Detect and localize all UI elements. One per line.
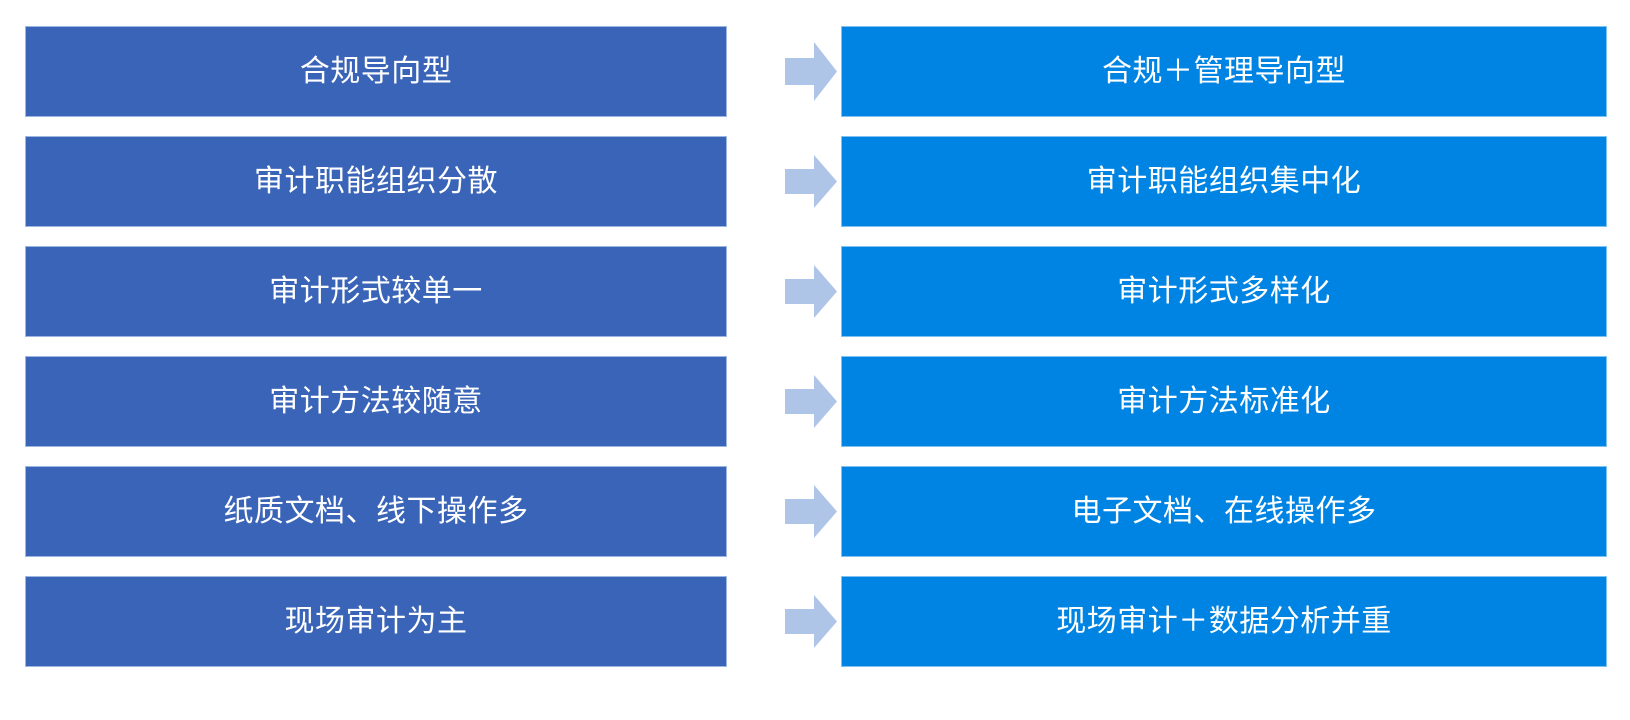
before-box-1[interactable]: 合规导向型 xyxy=(25,26,727,117)
right-block-arrow-icon xyxy=(785,466,841,557)
after-box-1[interactable]: 合规＋管理导向型 xyxy=(841,26,1607,117)
before-box-label: 审计方法较随意 xyxy=(269,384,483,418)
after-box-4[interactable]: 审计方法标准化 xyxy=(841,356,1607,447)
after-box-5[interactable]: 电子文档、在线操作多 xyxy=(841,466,1607,557)
comparison-row: 现场审计为主 现场审计＋数据分析并重 xyxy=(0,576,1630,667)
after-box-label: 电子文档、在线操作多 xyxy=(1071,494,1377,528)
right-block-arrow-icon xyxy=(785,246,841,337)
after-box-3[interactable]: 审计形式多样化 xyxy=(841,246,1607,337)
comparison-row: 审计职能组织分散 审计职能组织集中化 xyxy=(0,136,1630,227)
before-box-label: 合规导向型 xyxy=(299,54,453,88)
before-box-label: 纸质文档、线下操作多 xyxy=(223,494,529,528)
comparison-row: 审计方法较随意 审计方法标准化 xyxy=(0,356,1630,447)
comparison-row: 合规导向型 合规＋管理导向型 xyxy=(0,26,1630,117)
after-box-label: 现场审计＋数据分析并重 xyxy=(1056,604,1392,638)
before-box-4[interactable]: 审计方法较随意 xyxy=(25,356,727,447)
after-box-label: 审计职能组织集中化 xyxy=(1086,164,1362,198)
after-box-label: 审计方法标准化 xyxy=(1117,384,1331,418)
before-box-label: 审计职能组织分散 xyxy=(254,164,498,198)
right-block-arrow-icon xyxy=(785,26,841,117)
before-box-2[interactable]: 审计职能组织分散 xyxy=(25,136,727,227)
right-block-arrow-icon xyxy=(785,576,841,667)
before-box-3[interactable]: 审计形式较单一 xyxy=(25,246,727,337)
before-box-label: 审计形式较单一 xyxy=(269,274,483,308)
after-box-6[interactable]: 现场审计＋数据分析并重 xyxy=(841,576,1607,667)
right-block-arrow-icon xyxy=(785,356,841,447)
after-box-2[interactable]: 审计职能组织集中化 xyxy=(841,136,1607,227)
before-box-5[interactable]: 纸质文档、线下操作多 xyxy=(25,466,727,557)
after-box-label: 合规＋管理导向型 xyxy=(1102,54,1346,88)
comparison-row: 审计形式较单一 审计形式多样化 xyxy=(0,246,1630,337)
after-box-label: 审计形式多样化 xyxy=(1117,274,1331,308)
right-block-arrow-icon xyxy=(785,136,841,227)
before-box-6[interactable]: 现场审计为主 xyxy=(25,576,727,667)
comparison-row: 纸质文档、线下操作多 电子文档、在线操作多 xyxy=(0,466,1630,557)
before-box-label: 现场审计为主 xyxy=(284,604,468,638)
